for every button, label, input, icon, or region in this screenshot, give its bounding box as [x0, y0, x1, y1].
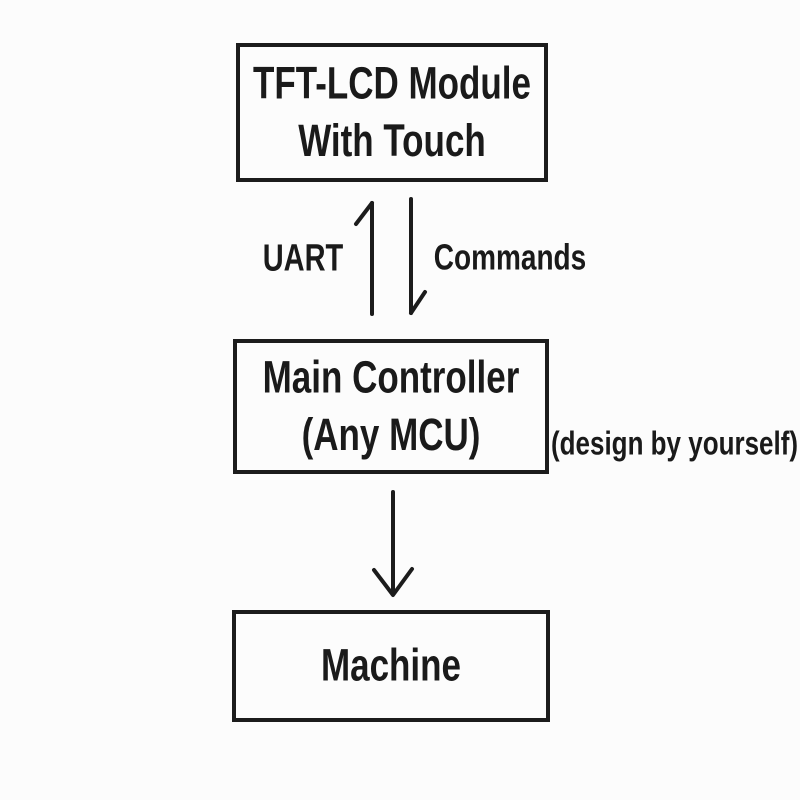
uart-up-arrow — [354, 201, 374, 316]
node-machine-label: Machine — [320, 640, 462, 691]
node-machine: Machine — [232, 610, 550, 722]
node-tft-lcd-module: TFT-LCD Module With Touch — [236, 43, 548, 182]
node-tft-lcd-label: TFT-LCD Module With Touch — [253, 55, 531, 169]
design-note: (design by yourself) — [551, 422, 799, 462]
node-main-controller: Main Controller (Any MCU) — [233, 339, 549, 474]
node-tft-lcd-label-line1: TFT-LCD Module — [252, 57, 531, 109]
controller-to-machine-arrow — [372, 490, 414, 597]
node-main-controller-label-line2: (Any MCU) — [301, 409, 481, 460]
node-main-controller-label-line1: Main Controller — [262, 351, 520, 403]
commands-down-arrow — [409, 197, 427, 315]
node-main-controller-label: Main Controller (Any MCU) — [263, 349, 520, 463]
edge-label-commands: Commands — [433, 237, 587, 278]
edge-label-uart: UART — [262, 237, 344, 280]
node-tft-lcd-label-line2: With Touch — [298, 115, 486, 166]
